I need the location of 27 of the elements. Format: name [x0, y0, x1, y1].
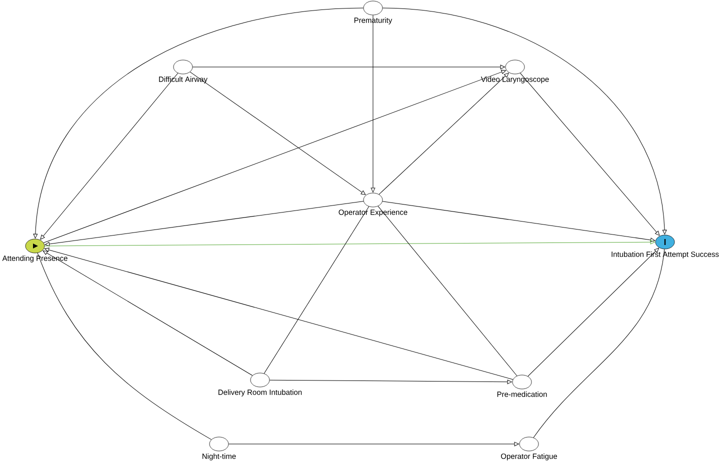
variable-ellipse [209, 436, 229, 452]
arrow [44, 248, 514, 380]
arrow [43, 70, 506, 244]
arrow [520, 72, 660, 236]
arrow [528, 248, 659, 377]
variable-ellipse [363, 192, 383, 208]
arrow [370, 14, 376, 192]
variable-ellipse [512, 374, 532, 390]
arrow [42, 250, 253, 376]
exposure-ellipse [25, 238, 45, 254]
arrow [382, 8, 667, 234]
arrow [33, 8, 364, 238]
arrow [269, 380, 512, 384]
outcome-ellipse [655, 234, 675, 250]
arrow [44, 201, 364, 246]
variable-ellipse [505, 60, 525, 74]
arrow [190, 72, 366, 195]
arrow [192, 64, 505, 70]
arrow [40, 72, 178, 240]
variable-ellipse [173, 60, 193, 74]
arrow [228, 442, 519, 446]
arrow [382, 201, 656, 242]
variable-ellipse [250, 372, 270, 388]
variable-ellipse [363, 0, 383, 16]
arrow [44, 240, 655, 246]
arrow [378, 72, 509, 195]
variable-ellipse [519, 436, 539, 452]
